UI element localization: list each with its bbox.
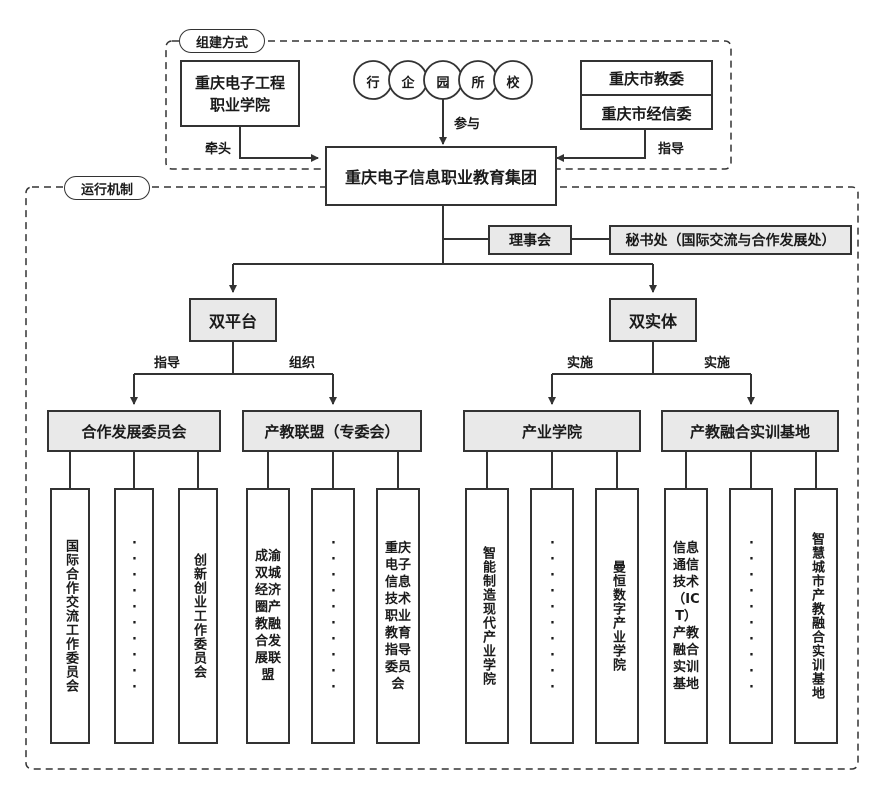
platform-left-label: 指导 <box>154 356 181 371</box>
leaf-chengyu-alliance-text: 成渝双城经济圈产教融合发展联盟 <box>254 549 281 683</box>
leaf-ict-base: 信息通信技术（ICT）产教融合实训基地 <box>664 488 708 744</box>
lead-org-name: 重庆电子工程职业学院 <box>194 73 285 114</box>
leaf-manheng-college: 曼恒数字产业学院 <box>595 488 639 744</box>
leaf-manheng-college-text: 曼恒数字产业学院 <box>610 560 625 672</box>
gov-org-2: 重庆市经信委 <box>601 104 692 123</box>
lead-label: 牵头 <box>205 142 232 157</box>
leaf-ict-base-text: 信息通信技术（ICT）产教融合实训基地 <box>672 540 700 692</box>
leaf-smart-mfg-college-text: 智能制造现代产业学院 <box>480 546 495 686</box>
branch-industry-alliance: 产教联盟（专委会） <box>242 410 422 452</box>
platform-name: 双平台 <box>208 312 257 331</box>
leaf-ei-guidance-committee: 重庆电子信息技术职业教育指导委员会 <box>376 488 420 744</box>
leaf-intl-coop-committee: 国际合作交流工作委员会 <box>50 488 90 744</box>
formation-tag: 组建方式 <box>179 29 265 53</box>
branch-coop-committee-name: 合作发展委员会 <box>81 422 187 441</box>
branch-training-base: 产教融合实训基地 <box>661 410 839 452</box>
participant-3: 园 <box>436 76 450 91</box>
leaf-smart-mfg-college: 智能制造现代产业学院 <box>465 488 509 744</box>
leaf-ellipsis-text: ·········· <box>744 536 759 696</box>
branch-training-base-name: 产教融合实训基地 <box>689 422 810 441</box>
leaf-ei-guidance-committee-text: 重庆电子信息技术职业教育指导委员会 <box>384 540 411 692</box>
leaf-ellipsis: ·········· <box>530 488 574 744</box>
platform-right-label: 组织 <box>289 356 316 371</box>
leaf-ellipsis: ·········· <box>729 488 773 744</box>
gov-org-1: 重庆市教委 <box>582 62 711 96</box>
entity-name: 双实体 <box>628 312 677 331</box>
operation-tag: 运行机制 <box>64 176 150 200</box>
platform-box: 双平台 <box>189 298 277 342</box>
council-box: 理事会 <box>488 225 572 255</box>
leaf-smart-city-base-text: 智慧城市产教融合实训基地 <box>809 532 824 700</box>
lead-org-box: 重庆电子工程职业学院 <box>180 60 300 127</box>
leaf-ellipsis: ·········· <box>311 488 355 744</box>
leaf-innovation-committee: 创新创业工作委员会 <box>178 488 218 744</box>
entity-left-label: 实施 <box>567 356 594 371</box>
secretariat-box: 秘书处（国际交流与合作发展处） <box>609 225 852 255</box>
leaf-ellipsis-text: ·········· <box>545 536 560 696</box>
group-name: 重庆电子信息职业教育集团 <box>344 168 537 187</box>
leaf-ellipsis-text: ·········· <box>127 536 142 696</box>
participate-label: 参与 <box>454 117 481 132</box>
participant-1: 行 <box>366 76 380 91</box>
leaf-innovation-committee-text: 创新创业工作委员会 <box>191 553 206 679</box>
group-box: 重庆电子信息职业教育集团 <box>325 146 557 206</box>
entity-right-label: 实施 <box>704 356 731 371</box>
leaf-intl-coop-committee-text: 国际合作交流工作委员会 <box>63 539 78 693</box>
council-name: 理事会 <box>509 233 551 249</box>
branch-industry-college: 产业学院 <box>463 410 641 452</box>
secretariat-name: 秘书处（国际交流与合作发展处） <box>625 233 836 249</box>
participant-circles <box>353 60 533 100</box>
gov-orgs-box: 重庆市教委 重庆市经信委 <box>580 60 713 130</box>
participant-2: 企 <box>401 76 415 91</box>
branch-coop-committee: 合作发展委员会 <box>47 410 221 452</box>
participant-4: 所 <box>471 76 485 91</box>
branch-industry-alliance-name: 产教联盟（专委会） <box>264 422 400 441</box>
leaf-smart-city-base: 智慧城市产教融合实训基地 <box>794 488 838 744</box>
entity-box: 双实体 <box>609 298 697 342</box>
leaf-chengyu-alliance: 成渝双城经济圈产教融合发展联盟 <box>246 488 290 744</box>
branch-industry-college-name: 产业学院 <box>521 422 582 441</box>
leaf-ellipsis: ·········· <box>114 488 154 744</box>
participant-5: 校 <box>506 76 520 91</box>
guide-label: 指导 <box>658 142 685 157</box>
leaf-ellipsis-text: ·········· <box>326 536 341 696</box>
